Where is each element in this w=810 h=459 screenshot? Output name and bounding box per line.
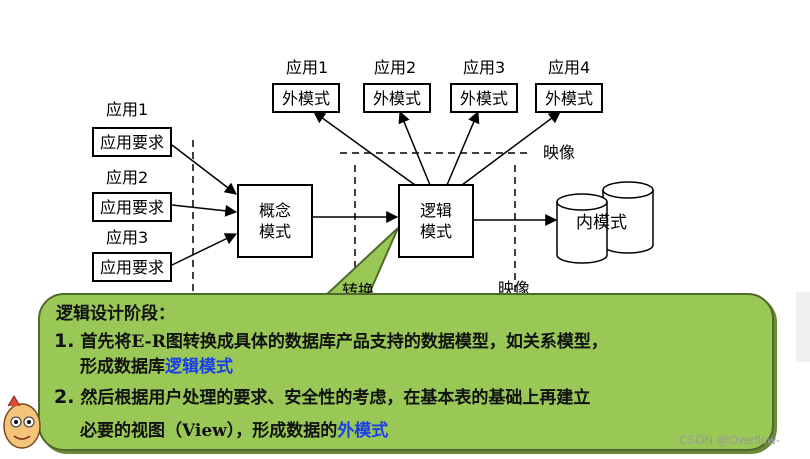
callout-item2-number: 2. bbox=[54, 386, 75, 408]
arrow-logic-ext3 bbox=[446, 110, 480, 186]
logical-schema-box: 逻辑 模式 bbox=[398, 184, 474, 258]
callout-item2-line1: 2. 然后根据用户处理的要求、安全性的考虑，在基本表的基础上再建立 bbox=[54, 383, 590, 408]
left-app-label-2: 应用2 bbox=[106, 168, 149, 187]
arrow-logic-ext4 bbox=[461, 111, 561, 186]
left-req-box-1: 应用要求 bbox=[92, 127, 172, 157]
mascot-icon bbox=[3, 395, 41, 449]
internal-schema-label: 内模式 bbox=[576, 213, 627, 233]
top-app-label-2: 应用2 bbox=[374, 58, 417, 77]
callout-title: 逻辑设计阶段： bbox=[56, 304, 175, 324]
callout-item2-text: 然后根据用户处理的要求、安全性的考虑，在基本表的基础上再建立 bbox=[80, 388, 591, 408]
callout-item2-text-b: 必要的视图（View），形成数据的 bbox=[80, 421, 338, 441]
logical-schema-line1: 逻辑 bbox=[419, 201, 452, 220]
left-app-label-3: 应用3 bbox=[106, 228, 149, 247]
arrow-req2-concept bbox=[171, 204, 238, 217]
left-app-label-1: 应用1 bbox=[106, 100, 149, 119]
top-app-label-4: 应用4 bbox=[548, 58, 591, 77]
watermark: CSDN @Overflow- bbox=[679, 433, 780, 447]
top-app-label-3: 应用3 bbox=[463, 58, 506, 77]
left-req-box-2: 应用要求 bbox=[92, 192, 172, 222]
conceptual-schema-box: 概念 模式 bbox=[237, 184, 313, 258]
internal-db-icon bbox=[556, 181, 654, 264]
callout-item1-line1: 1. 首先将E-R图转换成具体的数据库产品支持的数据模型，如关系模型， bbox=[54, 327, 608, 352]
callout-item1-text: 首先将E-R图转换成具体的数据库产品支持的数据模型，如关系模型， bbox=[80, 332, 608, 352]
callout-item2-highlight: 外模式 bbox=[337, 421, 389, 441]
external-schema-box-3: 外模式 bbox=[450, 83, 518, 113]
external-schema-box-2: 外模式 bbox=[363, 83, 431, 113]
callout-item2-line2: 必要的视图（View），形成数据的外模式 bbox=[80, 416, 388, 441]
left-req-box-3: 应用要求 bbox=[92, 252, 172, 282]
callout-item1-highlight: 逻辑模式 bbox=[165, 357, 233, 377]
conceptual-schema-line2: 模式 bbox=[258, 222, 291, 241]
arrow-req3-concept bbox=[171, 233, 238, 266]
conceptual-schema-line1: 概念 bbox=[258, 201, 291, 220]
external-schema-box-4: 外模式 bbox=[535, 83, 603, 113]
page-edge-strip bbox=[796, 292, 810, 362]
logical-schema-line2: 模式 bbox=[419, 222, 452, 241]
external-schema-box-1: 外模式 bbox=[272, 83, 340, 113]
top-app-label-1: 应用1 bbox=[286, 58, 329, 77]
callout-panel bbox=[38, 293, 774, 451]
callout-item1-text-b: 形成数据库 bbox=[80, 357, 165, 377]
mapping-label-top: 映像 bbox=[543, 143, 576, 162]
callout-item1-number: 1. bbox=[54, 330, 75, 352]
arrow-req1-concept bbox=[171, 144, 237, 195]
arrow-logic-ext1 bbox=[313, 111, 416, 186]
arrow-logic-ext2 bbox=[398, 110, 431, 186]
callout-item1-line2: 形成数据库逻辑模式 bbox=[80, 352, 233, 377]
